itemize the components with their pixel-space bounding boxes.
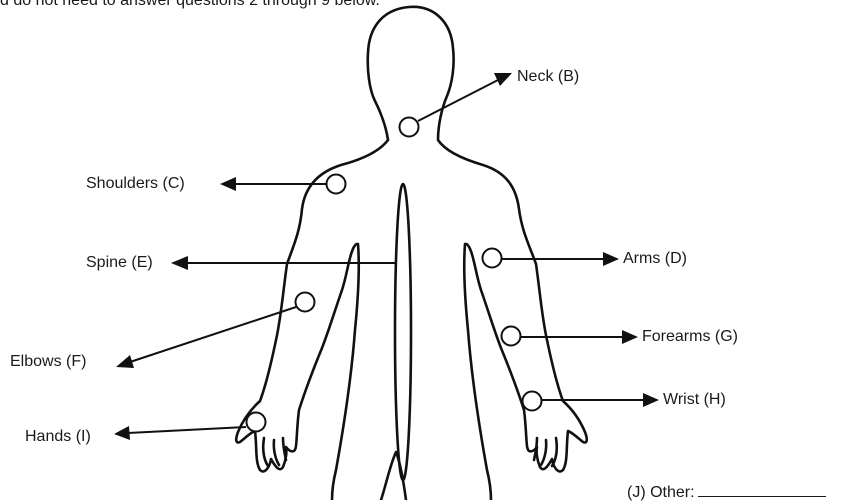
- label-neck: Neck (B): [517, 68, 579, 86]
- label-shoulders: Shoulders (C): [86, 175, 185, 193]
- label-other: (J) Other:: [627, 484, 695, 501]
- elbow-joint: [296, 293, 315, 312]
- arm-joint: [483, 249, 502, 268]
- shoulder-joint: [327, 175, 346, 194]
- neck-joint: [400, 118, 419, 137]
- left-fingers: [263, 438, 286, 466]
- label-wrist: Wrist (H): [663, 391, 726, 409]
- elbows-arrow-line: [130, 307, 296, 362]
- elbows-arrow-head: [116, 355, 134, 368]
- label-forearms: Forearms (G): [642, 328, 738, 346]
- label-spine: Spine (E): [86, 254, 153, 272]
- spine-arrow-head: [171, 256, 188, 270]
- wrist-joint: [523, 392, 542, 411]
- hand-joint: [247, 413, 266, 432]
- hands-arrow-head: [114, 426, 130, 440]
- label-arms: Arms (D): [623, 250, 687, 268]
- neck-arrow-line: [418, 80, 498, 121]
- arms-arrow-head: [603, 252, 619, 266]
- neck-arrow-head: [494, 73, 512, 86]
- shoulders-arrow-head: [220, 177, 236, 191]
- label-elbows: Elbows (F): [10, 353, 86, 371]
- wrist-arrow-head: [643, 393, 659, 407]
- spine-shape: [395, 184, 411, 480]
- label-hands: Hands (I): [25, 428, 91, 446]
- other-field[interactable]: (J) Other:: [627, 482, 826, 502]
- other-blank-line[interactable]: [698, 482, 826, 497]
- hands-arrow-line: [128, 427, 246, 433]
- forearms-arrow-head: [622, 330, 638, 344]
- forearm-joint: [502, 327, 521, 346]
